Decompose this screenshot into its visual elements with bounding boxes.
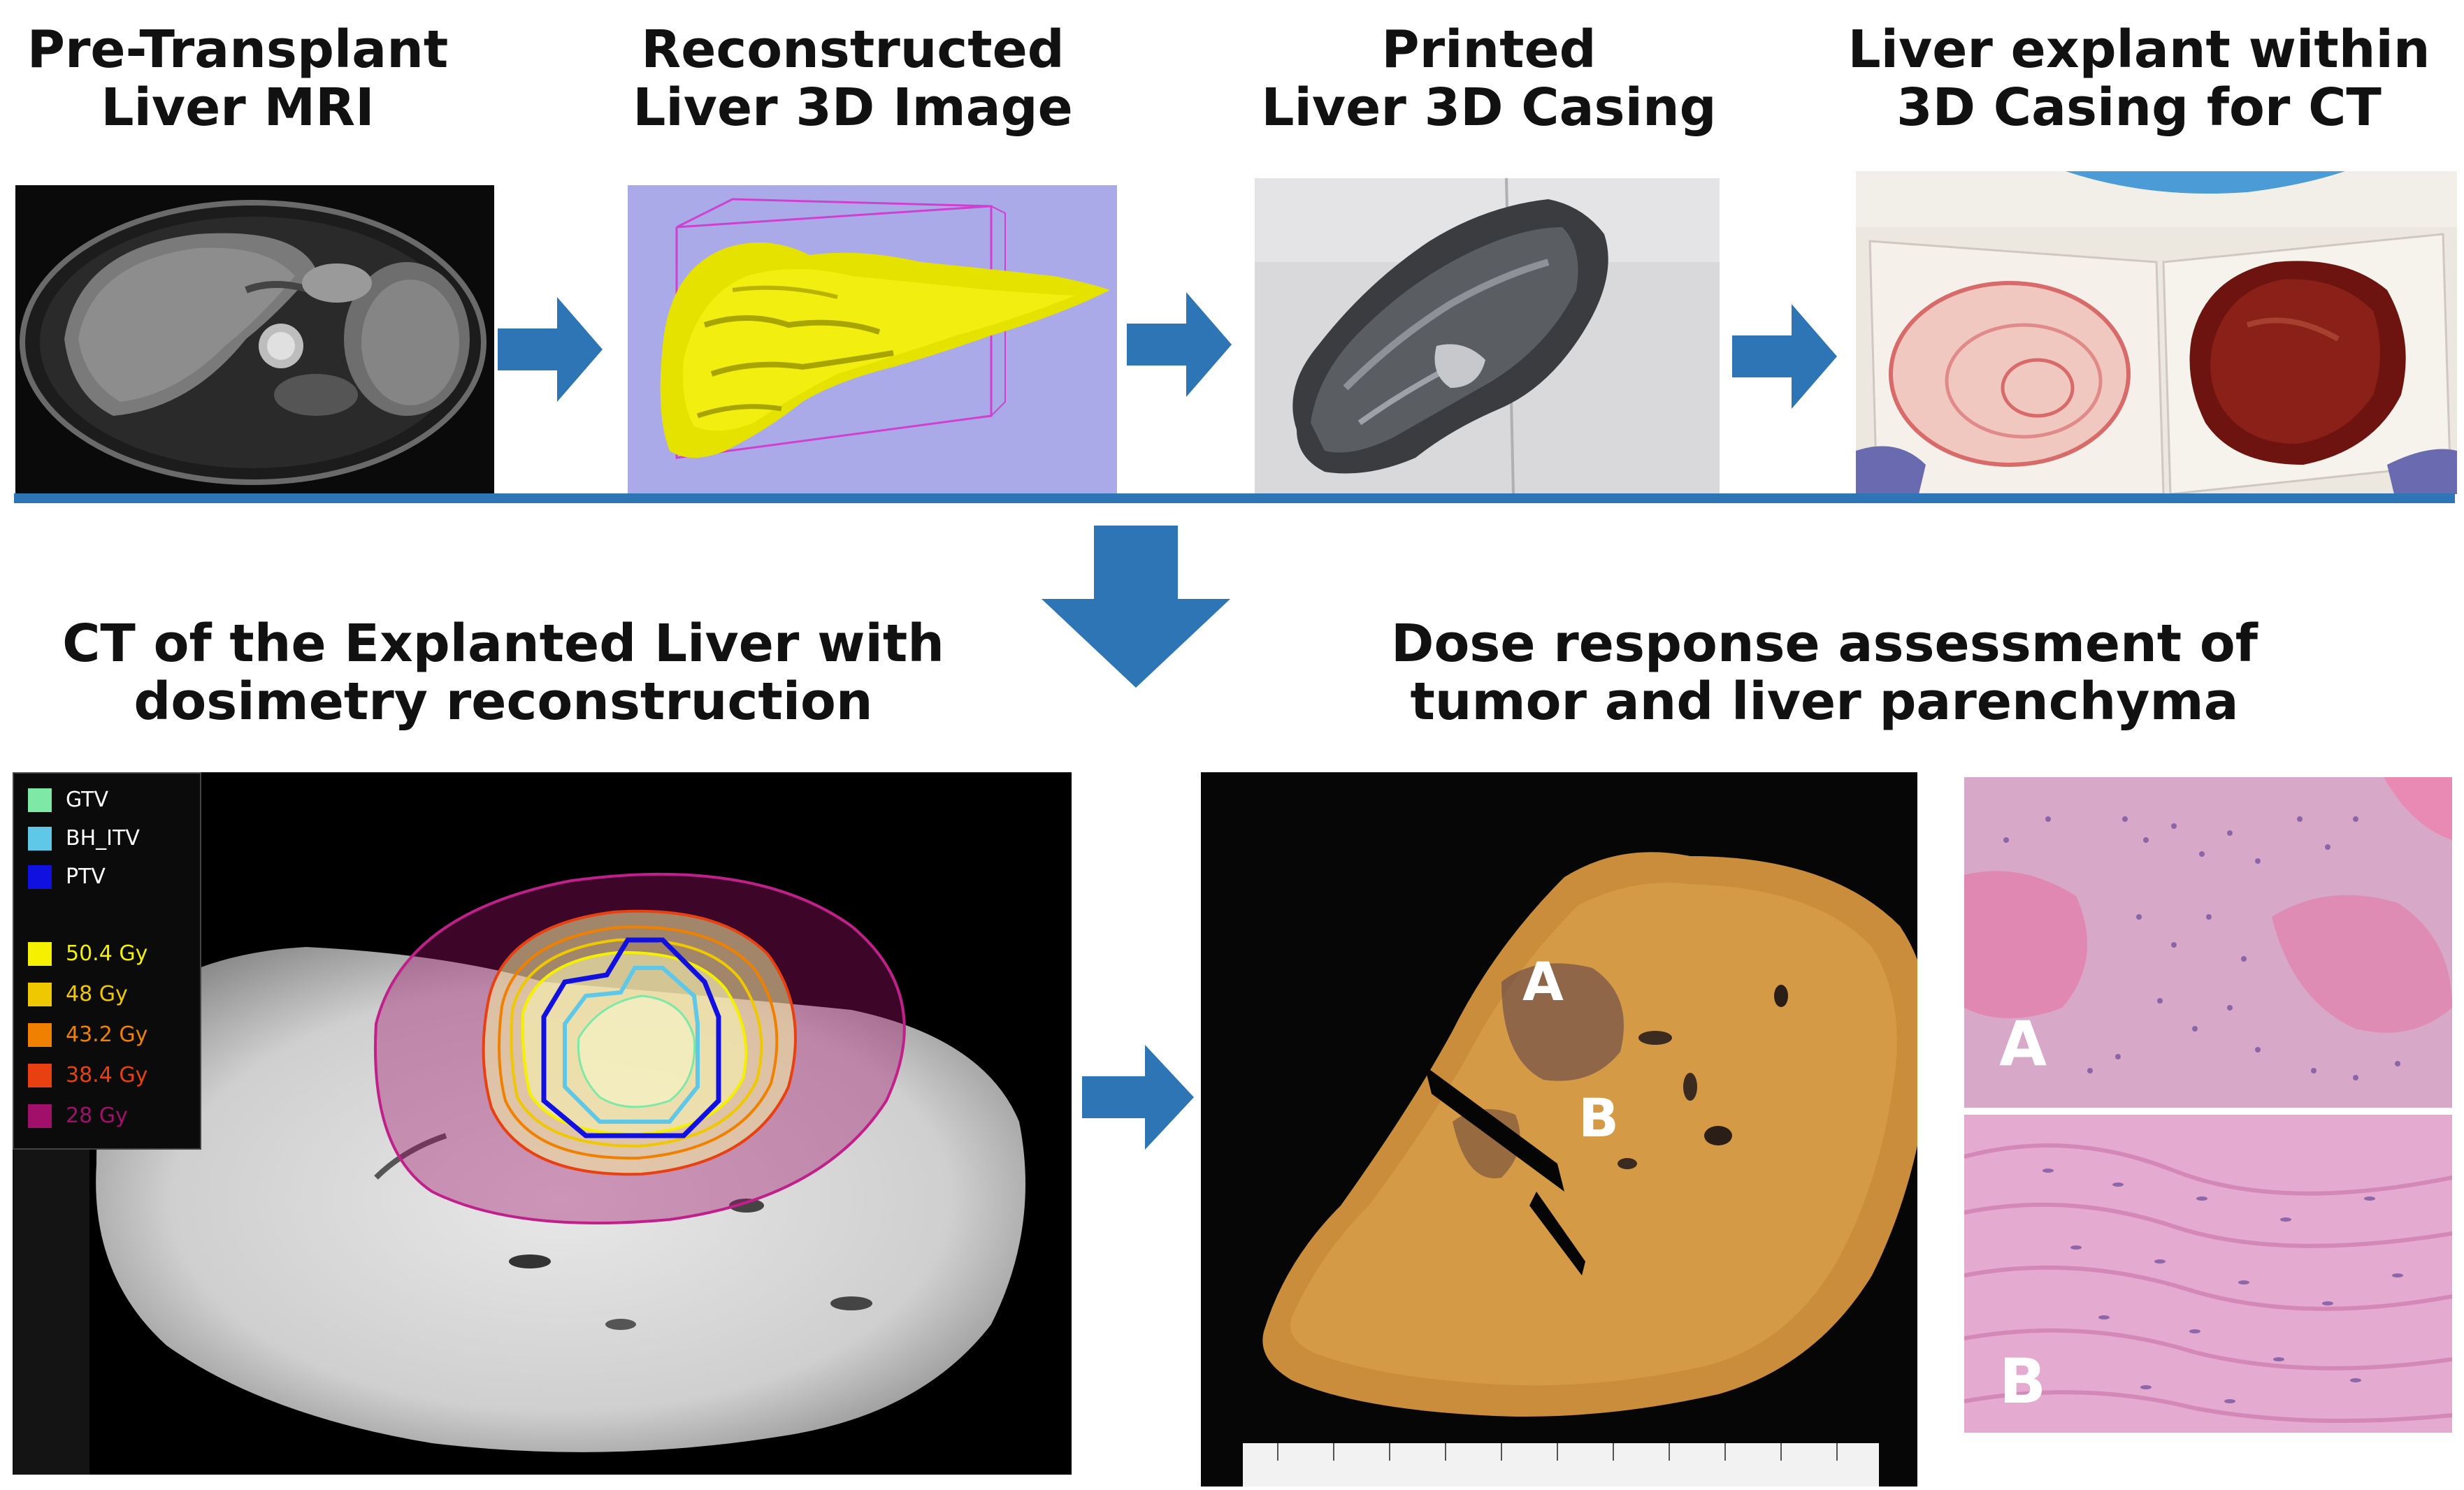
step2-title-line2: Liver 3D Image: [633, 77, 1073, 138]
legend-label: 50.4 Gy: [66, 941, 148, 966]
legend-swatch: [28, 1022, 52, 1047]
arrow-right-icon: [1127, 292, 1232, 397]
legend-swatch: [28, 826, 52, 851]
legend-item-bh-itv: BH_ITV: [28, 826, 140, 851]
step4-title-line1: Liver explant within: [1847, 20, 2430, 80]
step1-title-line1: Pre-Transplant: [27, 20, 449, 80]
arrow-right-icon: [1732, 304, 1837, 409]
step2-title-line1: Reconstructed: [641, 20, 1065, 80]
divider-line: [14, 493, 2455, 503]
ct-dosimetry-title: CT of the Explanted Liver with dosimetry…: [21, 615, 986, 731]
legend-label: 38.4 Gy: [66, 1063, 148, 1087]
legend-swatch: [28, 1063, 52, 1087]
liver-3d-image: [628, 185, 1117, 494]
histology-label-b: B: [1999, 1345, 2047, 1417]
step3-title: Printed Liver 3D Casing: [1244, 21, 1734, 137]
legend-item-dose-38-4: 38.4 Gy: [28, 1063, 147, 1087]
legend-item-dose-43-2: 43.2 Gy: [28, 1022, 147, 1047]
printed-casing-photo: [1255, 178, 1720, 494]
explant-casing-photo: [1856, 171, 2457, 494]
step1-title: Pre-Transplant Liver MRI: [14, 21, 461, 137]
histology-label-a: A: [1999, 1008, 2047, 1080]
legend-label: 28 Gy: [66, 1104, 128, 1128]
legend-swatch: [28, 982, 52, 1006]
dose-response-title: Dose response assessment of tumor and li…: [1300, 615, 2349, 731]
step4-title: Liver explant within 3D Casing for CT: [1831, 21, 2447, 137]
ct-dosimetry-title-line2: dosimetry reconstruction: [134, 671, 873, 732]
step3-title-line2: Liver 3D Casing: [1261, 77, 1717, 138]
legend-swatch: [28, 788, 52, 812]
specimen-label-a: A: [1522, 950, 1564, 1013]
mri-image: [15, 185, 494, 494]
dose-response-title-line2: tumor and liver parenchyma: [1410, 671, 2239, 732]
legend-swatch: [28, 941, 52, 966]
step1-title-line2: Liver MRI: [101, 77, 375, 138]
arrow-right-icon: [1082, 1045, 1194, 1150]
ct-dosimetry-title-line1: CT of the Explanted Liver with: [62, 614, 944, 674]
legend-swatch: [28, 1104, 52, 1128]
legend-label: 48 Gy: [66, 982, 128, 1006]
legend-item-dose-28: 28 Gy: [28, 1104, 128, 1128]
legend-swatch: [28, 865, 52, 889]
legend-item-dose-48: 48 Gy: [28, 982, 128, 1006]
arrow-right-icon: [498, 297, 603, 402]
legend-label: 43.2 Gy: [66, 1022, 148, 1047]
step2-title: Reconstructed Liver 3D Image: [608, 21, 1097, 137]
step3-title-line1: Printed: [1381, 20, 1597, 80]
ct-dosimetry-image: GTV BH_ITV PTV 50.4 Gy 48 Gy 43.2 Gy 38.…: [13, 772, 1072, 1475]
step4-title-line2: 3D Casing for CT: [1896, 77, 2382, 138]
legend-label: BH_ITV: [66, 826, 140, 851]
legend-item-dose-50-4: 50.4 Gy: [28, 941, 147, 966]
histology-image-b: B: [1964, 1115, 2452, 1433]
dose-legend: GTV BH_ITV PTV 50.4 Gy 48 Gy 43.2 Gy 38.…: [13, 772, 201, 1150]
arrow-down-icon: [1042, 526, 1230, 688]
dose-response-title-line1: Dose response assessment of: [1391, 614, 2258, 674]
legend-label: GTV: [66, 788, 109, 812]
legend-item-gtv: GTV: [28, 788, 108, 812]
legend-label: PTV: [66, 865, 106, 889]
liver-specimen-photo: A B: [1201, 772, 1917, 1487]
histology-image-a: A: [1964, 777, 2452, 1108]
legend-item-ptv: PTV: [28, 865, 106, 889]
specimen-label-b: B: [1578, 1087, 1619, 1149]
